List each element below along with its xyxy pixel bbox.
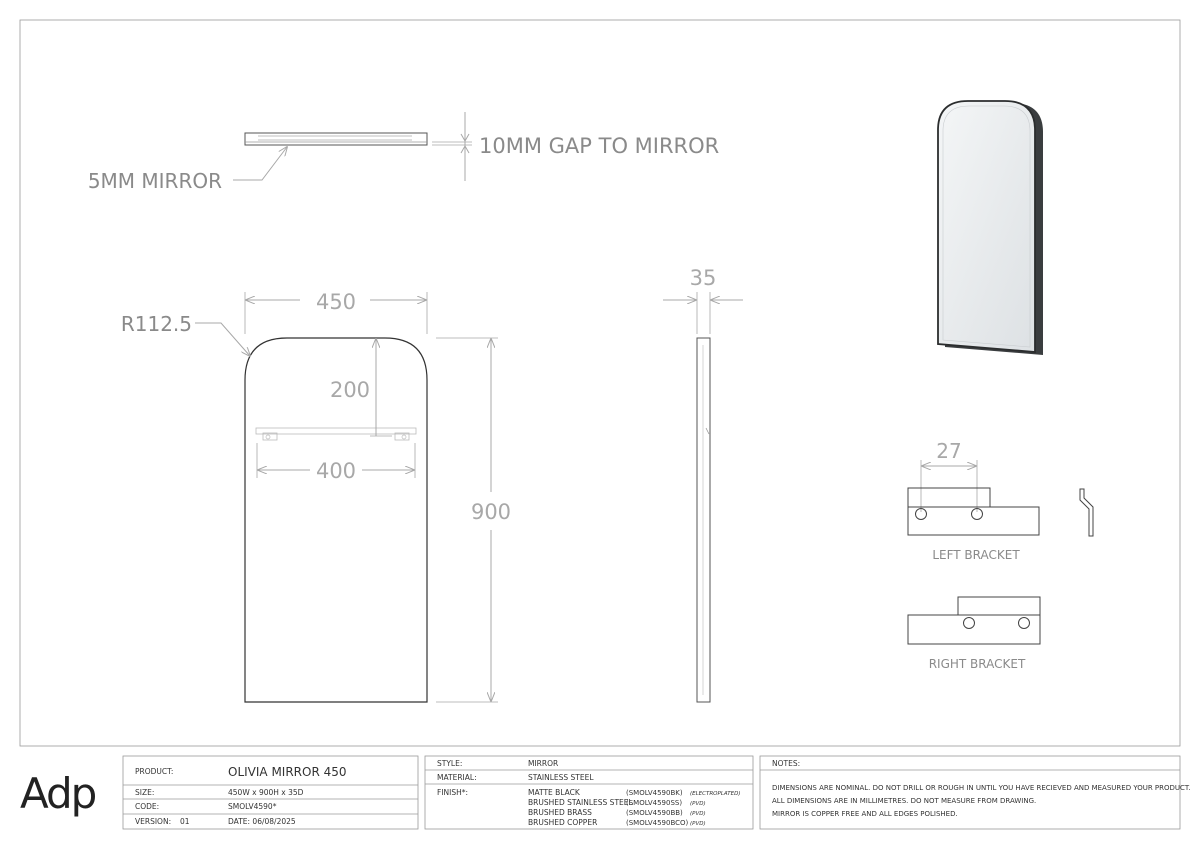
finish-process: (PVD) — [690, 811, 706, 817]
bracket-offset-label: 200 — [330, 378, 370, 402]
style-value: MIRROR — [528, 759, 558, 768]
gap-label: 10MM GAP TO MIRROR — [479, 134, 719, 158]
side-view: 35 — [663, 266, 743, 703]
mirror-leader — [233, 147, 287, 181]
note-line: DIMENSIONS ARE NOMINAL. DO NOT DRILL OR … — [772, 784, 1191, 792]
finish-code: (SMOLV4590BB) — [626, 809, 683, 817]
note-line: ALL DIMENSIONS ARE IN MILLIMETRES. DO NO… — [772, 797, 1036, 805]
note-line: MIRROR IS COPPER FREE AND ALL EDGES POLI… — [772, 810, 958, 818]
finish-code: (SMOLV4590SS) — [626, 799, 682, 807]
finish-process: (PVD) — [690, 801, 706, 807]
mirror-side-profile — [696, 337, 711, 703]
finish-process: (PVD) — [690, 821, 706, 827]
product-box — [122, 755, 419, 830]
sheet-border — [19, 19, 1181, 747]
top-view: 5MM MIRROR 10MM GAP TO MIRROR — [88, 112, 719, 193]
product-name: OLIVIA MIRROR 450 — [228, 765, 347, 779]
bracket-profile — [1079, 488, 1094, 537]
product-label: PRODUCT: — [135, 767, 173, 776]
finish-label: FINISH*: — [437, 788, 468, 797]
mirror-thickness-label: 5MM MIRROR — [88, 169, 222, 193]
brand-logo: Adp — [20, 769, 96, 818]
bracket-rail — [255, 427, 417, 435]
mirror-front-outline — [244, 337, 428, 703]
front-view: R112.5 450 200 400 900 — [121, 290, 511, 703]
depth-label: 35 — [690, 266, 717, 290]
size-label: SIZE: — [135, 788, 154, 797]
left-bracket: 27 LEFT BRACKET — [907, 439, 1094, 562]
hole-spacing-label: 27 — [936, 439, 961, 463]
finish-list: MATTE BLACK (SMOLV4590BK) (ELECTROPLATED… — [528, 788, 740, 827]
left-bracket-label: LEFT BRACKET — [932, 548, 1020, 562]
notes-label: NOTES: — [772, 759, 800, 768]
version-label: VERSION: — [135, 817, 171, 826]
height-label: 900 — [471, 500, 511, 524]
code-value: SMOLV4590* — [228, 802, 277, 811]
version-value: 01 — [180, 817, 190, 826]
title-block: Adp PRODUCT: OLIVIA MIRROR 450 SIZE: 450… — [20, 755, 1191, 830]
right-bracket: RIGHT BRACKET — [907, 596, 1041, 671]
date-value: DATE: 06/08/2025 — [228, 817, 296, 826]
finish-code: (SMOLV4590BCO) — [626, 819, 689, 827]
finish-process: (ELECTROPLATED) — [690, 791, 740, 797]
width-label: 450 — [316, 290, 356, 314]
top-view-mirror-body — [244, 132, 428, 146]
mirror-render — [937, 100, 1043, 355]
finish-name: BRUSHED BRASS — [528, 808, 592, 817]
bracket-span-label: 400 — [316, 459, 356, 483]
spec-box — [424, 755, 754, 830]
material-label: MATERIAL: — [437, 773, 477, 782]
finish-name: MATTE BLACK — [528, 788, 581, 797]
finish-name: BRUSHED COPPER — [528, 818, 597, 827]
right-bracket-label: RIGHT BRACKET — [929, 657, 1026, 671]
finish-name: BRUSHED STAINLESS STEEL — [528, 798, 633, 807]
style-label: STYLE: — [437, 759, 462, 768]
notes-box — [759, 755, 1181, 830]
code-label: CODE: — [135, 802, 159, 811]
material-value: STAINLESS STEEL — [528, 773, 594, 782]
size-value: 450W x 900H x 35D — [228, 788, 304, 797]
radius-label: R112.5 — [121, 312, 192, 336]
finish-code: (SMOLV4590BK) — [626, 789, 683, 797]
radius-leader — [195, 322, 250, 356]
